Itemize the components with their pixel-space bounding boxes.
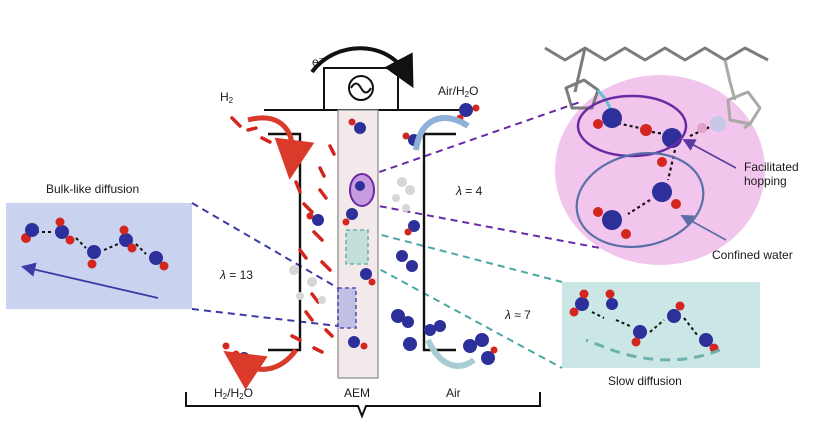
zoom-circle xyxy=(555,75,765,265)
lambda-4-label: λ = 4 xyxy=(456,184,483,198)
electron-charge: − xyxy=(318,54,324,63)
bottom-bracket xyxy=(185,392,541,419)
electron-symbol: e xyxy=(312,55,319,69)
slow-diffusion-panel xyxy=(562,282,760,368)
slow-diffusion-path xyxy=(585,338,721,362)
bulk-diffusion-title: Bulk-like diffusion xyxy=(46,182,140,196)
bulk-diffusion-arrow xyxy=(20,262,159,299)
confined-water-ellipse xyxy=(575,151,705,249)
h2-molecules xyxy=(230,116,336,354)
slow-diffusion-title: Slow diffusion xyxy=(608,374,682,388)
h2-label: H2 xyxy=(220,90,234,105)
facilitated-hopping-label: Facilitated hopping xyxy=(744,160,799,188)
air-inlet-arrow xyxy=(413,115,470,151)
slow-molecules xyxy=(569,289,719,353)
hopping-ellipse xyxy=(576,94,688,158)
h2-h2o-label: H2/H2O xyxy=(214,386,253,401)
air-h2o-label: Air/H2O xyxy=(438,84,479,99)
water-molecules xyxy=(222,103,498,365)
aem-label: AEM xyxy=(344,386,371,400)
h2-inlet-arrow xyxy=(247,115,315,180)
electron-arrow xyxy=(310,46,414,89)
zoom-molecules xyxy=(593,108,726,239)
air-label: Air xyxy=(446,386,461,400)
lambda-13-label: λ = 13 xyxy=(220,268,253,282)
confined-water-label: Confined water xyxy=(712,248,793,262)
lambda-7-label: λ ≈ 7 xyxy=(505,308,531,322)
air-outlet-arrow xyxy=(425,338,476,369)
bulk-molecules xyxy=(21,217,169,271)
h2o-outlet-arrow xyxy=(223,348,299,390)
electron-label: e− xyxy=(312,52,323,69)
